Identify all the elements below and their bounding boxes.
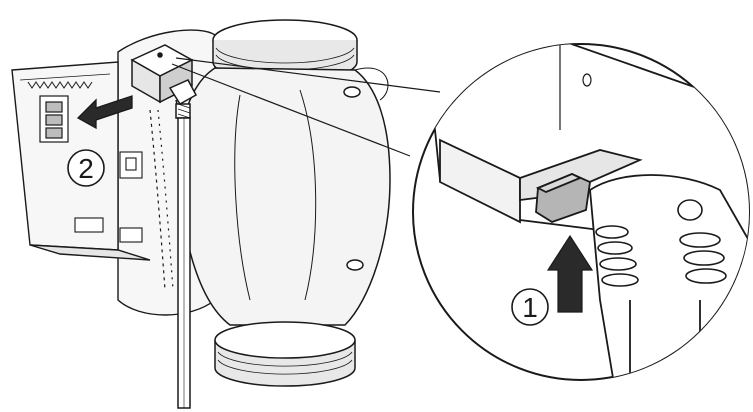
terminal-block <box>39 95 69 143</box>
pump-body <box>177 19 391 387</box>
step-1-number: 1 <box>522 292 538 323</box>
step-2-marker: 2 <box>67 149 105 187</box>
mounting-tabs <box>74 151 143 243</box>
step-2-circle <box>67 149 105 187</box>
detail-leader-lines <box>171 57 441 157</box>
step-1-circle <box>511 288 549 326</box>
step-2-number: 2 <box>78 153 94 184</box>
power-connector <box>130 44 198 110</box>
power-cable <box>175 103 191 409</box>
pull-left-arrow <box>76 95 133 130</box>
control-box-vents <box>27 81 93 89</box>
magnified-detail: 1 <box>412 43 750 381</box>
push-up-arrow <box>546 234 594 313</box>
internal-wiring <box>149 109 174 291</box>
